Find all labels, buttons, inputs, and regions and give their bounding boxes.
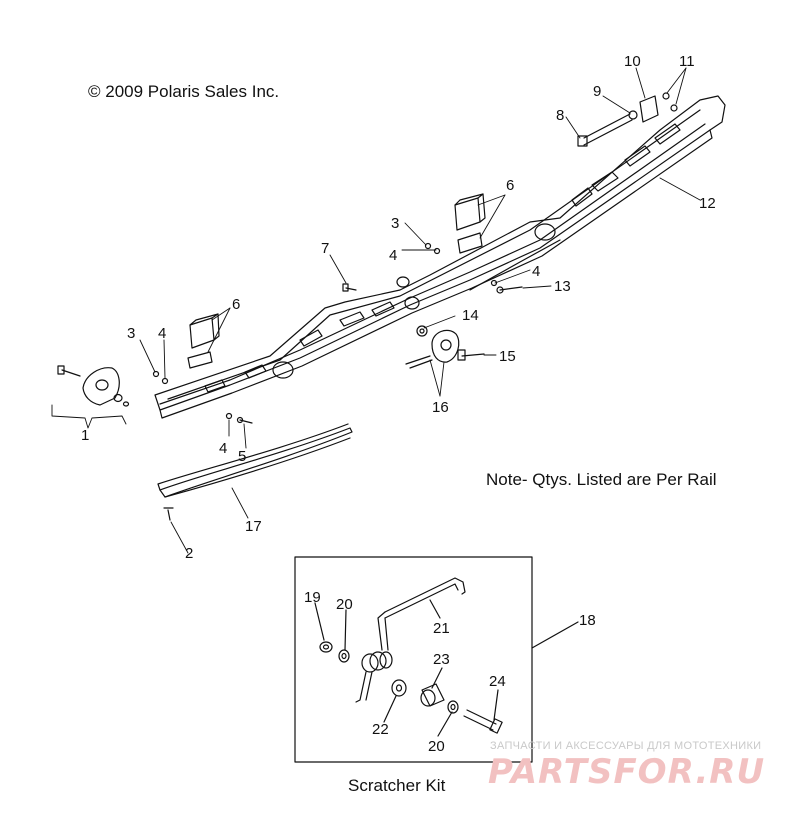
callout-18: 18 — [579, 612, 596, 629]
callout-21: 21 — [433, 620, 450, 637]
scratcher-parts — [314, 577, 503, 737]
callout-5: 5 — [238, 448, 246, 465]
callout-20: 20 — [428, 738, 445, 755]
hardware — [152, 92, 678, 521]
callout-9: 9 — [593, 83, 601, 100]
rear-blocks — [454, 193, 486, 254]
callout-23: 23 — [433, 651, 450, 668]
watermark-tagline: ЗАПЧАСТИ И АКСЕССУАРЫ ДЛЯ МОТОТЕХНИКИ — [490, 740, 762, 752]
rail-assembly — [154, 95, 726, 419]
callout-13: 13 — [554, 278, 571, 295]
callout-4: 4 — [389, 247, 397, 264]
callout-4: 4 — [158, 325, 166, 342]
callout-7: 7 — [321, 240, 329, 257]
front-tip — [57, 365, 130, 407]
leader-lines — [51, 67, 701, 554]
callout-12: 12 — [699, 195, 716, 212]
callout-20: 20 — [336, 596, 353, 613]
callout-16: 16 — [432, 399, 449, 416]
callout-4: 4 — [532, 263, 540, 280]
callout-2: 2 — [185, 545, 193, 562]
callout-6: 6 — [506, 177, 514, 194]
callout-22: 22 — [372, 721, 389, 738]
callout-8: 8 — [556, 107, 564, 124]
scratcher-kit-box — [294, 556, 579, 763]
copyright-text: © 2009 Polaris Sales Inc. — [88, 82, 280, 101]
callout-6: 6 — [232, 296, 240, 313]
watermark-logo: PARTSFOR.RU — [488, 752, 766, 792]
callout-11: 11 — [679, 53, 695, 70]
callout-14: 14 — [462, 307, 479, 324]
callout-10: 10 — [624, 53, 641, 70]
callout-3: 3 — [391, 215, 399, 232]
hyfax-wear-strip — [157, 423, 353, 498]
callout-numbers: 1 2 3 3 4 4 4 4 5 6 6 7 8 9 10 11 12 13 … — [81, 53, 716, 755]
callout-19: 19 — [304, 589, 321, 606]
callout-1: 1 — [81, 427, 89, 444]
callout-15: 15 — [499, 348, 516, 365]
callout-17: 17 — [245, 518, 262, 535]
scratcher-kit-label: Scratcher Kit — [348, 776, 446, 795]
front-blocks — [187, 313, 220, 369]
callout-4: 4 — [219, 440, 227, 457]
callout-3: 3 — [127, 325, 135, 342]
quantity-note: Note- Qtys. Listed are Per Rail — [486, 470, 717, 489]
callout-24: 24 — [489, 673, 506, 690]
